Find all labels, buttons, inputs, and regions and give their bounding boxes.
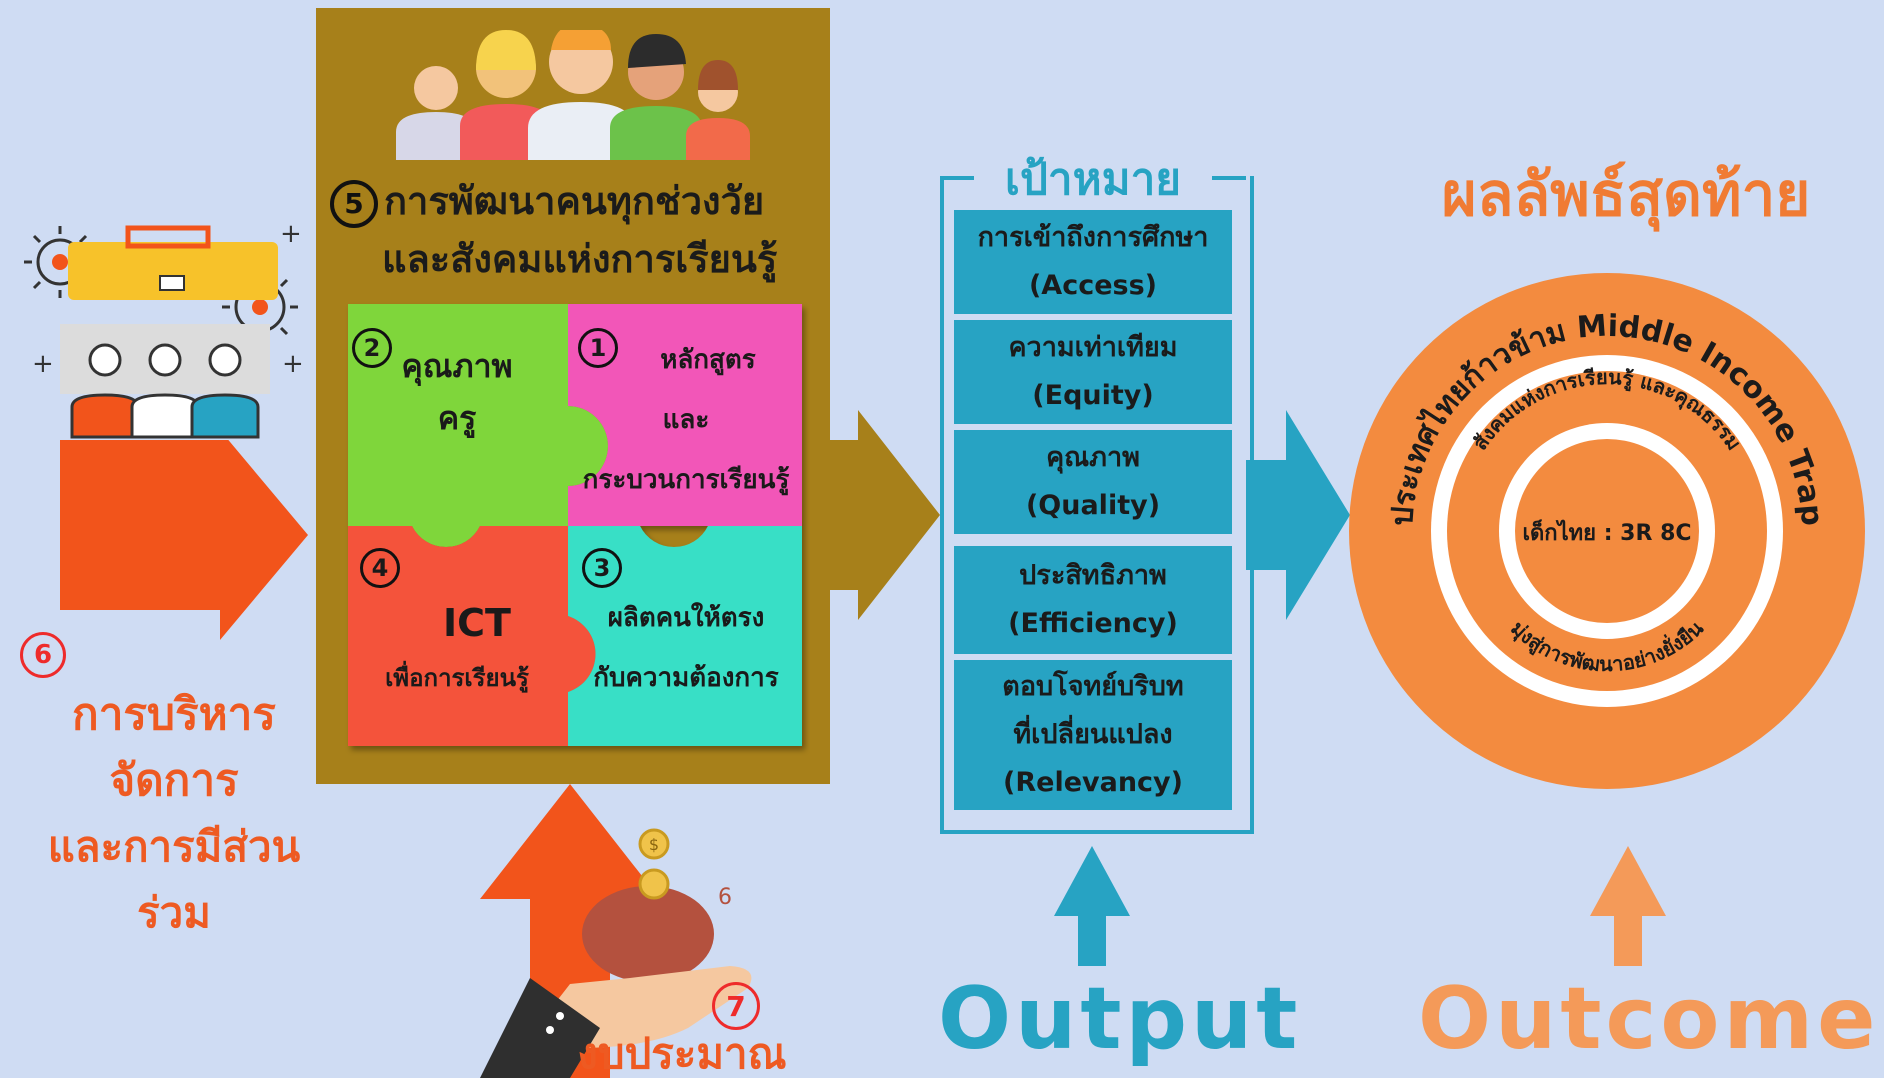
budget-label: งบประมาณ [577, 1029, 787, 1078]
budget-illustration: $ 6 [480, 784, 752, 1078]
development-number: 5 [330, 179, 378, 228]
team-icon [60, 324, 270, 439]
management-number: 6 [20, 632, 66, 678]
target-access-thai: การเข้าถึงการศึกษา [977, 222, 1209, 253]
management-line1: การบริหาร [72, 689, 276, 740]
puzzle-piece-curriculum [568, 304, 802, 526]
outcome-rings: ประเทศไทยก้าวข้าม Middle Income Trap สัง… [1349, 273, 1865, 789]
target-relevancy-thai: ตอบโจทย์บริบท [1002, 671, 1184, 702]
target-access-eng: (Access) [1028, 270, 1158, 301]
development-arrow [828, 410, 940, 620]
svg-text:+: + [282, 349, 304, 379]
svg-text:+: + [120, 212, 142, 213]
piece-ict-line1: ICT [443, 601, 511, 645]
target-efficiency-eng: (Efficiency) [1008, 608, 1178, 639]
targets-arrow [1246, 410, 1350, 620]
piece-teacher-line1: คุณภาพ [401, 347, 513, 385]
svg-text:+: + [280, 219, 302, 249]
piece-workforce-line2: กับความต้องการ [593, 663, 779, 693]
budget-number: 7 [712, 982, 760, 1030]
outcome-label: Outcome [1418, 969, 1880, 1069]
piece-curriculum-label: 1 หลักสูตร และ กระบวนการเรียนรู้ [566, 328, 806, 510]
management-line2: จัดการ [109, 755, 239, 806]
svg-text:+: + [32, 349, 54, 379]
target-quality: คุณภาพ (Quality) [954, 430, 1232, 534]
piece-teacher-label: 2 คุณภาพ ครู [352, 328, 562, 444]
management-arrow [60, 440, 308, 640]
outcome-title: ผลลัพธ์สุดท้าย [1441, 160, 1811, 230]
target-equity-thai: ความเท่าเทียม [1008, 332, 1178, 363]
puzzle [348, 304, 802, 746]
output-label: Output [938, 969, 1302, 1069]
coin-mark: $ [649, 835, 659, 854]
management-label: 6 การบริหาร จัดการ และการมีส่วนร่วม [14, 632, 334, 946]
piece-curriculum-line2: และ [662, 405, 710, 435]
puzzle-piece-ict [348, 526, 596, 746]
puzzle-piece-workforce [568, 526, 802, 746]
target-relevancy-thai2: ที่เปลี่ยนแปลง [1013, 719, 1173, 750]
development-line2: และสังคมแห่งการเรียนรู้ [382, 237, 778, 281]
target-quality-eng: (Quality) [1025, 490, 1161, 521]
piece-ict-number: 4 [360, 548, 400, 588]
hand-icon [480, 966, 752, 1078]
management-line3: และการมีส่วนร่วม [47, 822, 301, 937]
center-circle [1515, 439, 1699, 623]
target-efficiency-thai: ประสิทธิภาพ [1019, 560, 1167, 591]
puzzle-piece-teacher [348, 304, 608, 548]
piece-ict-line2: เพื่อการเรียนรู้ [385, 664, 529, 692]
outcome-up-arrow [1590, 846, 1666, 966]
center-text: เด็กไทย : 3R 8C [1522, 518, 1691, 546]
target-access: การเข้าถึงการศึกษา (Access) [954, 210, 1232, 314]
target-efficiency: ประสิทธิภาพ (Efficiency) [954, 546, 1232, 654]
piece-curriculum-line3: กระบวนการเรียนรู้ [582, 465, 790, 495]
output-up-arrow [1054, 846, 1130, 966]
piece-workforce-label: 3 ผลิตคนให้ตรง กับความต้องการ [566, 548, 806, 708]
development-line1: การพัฒนาคนทุกช่วงวัย [384, 179, 765, 223]
piece-curriculum-line1: หลักสูตร [660, 345, 756, 375]
piece-workforce-number: 3 [582, 548, 622, 588]
piece-workforce-line1: ผลิตคนให้ตรง [607, 603, 765, 633]
piece-curriculum-number: 1 [578, 328, 618, 368]
piece-ict-label: 4 ICT เพื่อการเรียนรู้ [352, 548, 562, 698]
budget-arrow [480, 784, 660, 1078]
budget-small-mark: 6 [718, 885, 732, 910]
target-relevancy: ตอบโจทย์บริบท ที่เปลี่ยนแปลง (Relevancy) [954, 660, 1232, 810]
target-equity: ความเท่าเทียม (Equity) [954, 320, 1232, 424]
briefcase-icon [68, 225, 278, 300]
target-relevancy-eng: (Relevancy) [1003, 767, 1183, 798]
piece-teacher-line2: ครู [437, 399, 477, 437]
coin-icon: $ [638, 828, 670, 900]
target-quality-thai: คุณภาพ [1046, 442, 1140, 473]
people-icon [396, 30, 750, 160]
management-illustration: + + + + [24, 212, 304, 439]
targets-title: เป้าหมาย [1004, 154, 1182, 205]
piece-teacher-number: 2 [352, 328, 392, 368]
target-equity-eng: (Equity) [1032, 380, 1154, 411]
